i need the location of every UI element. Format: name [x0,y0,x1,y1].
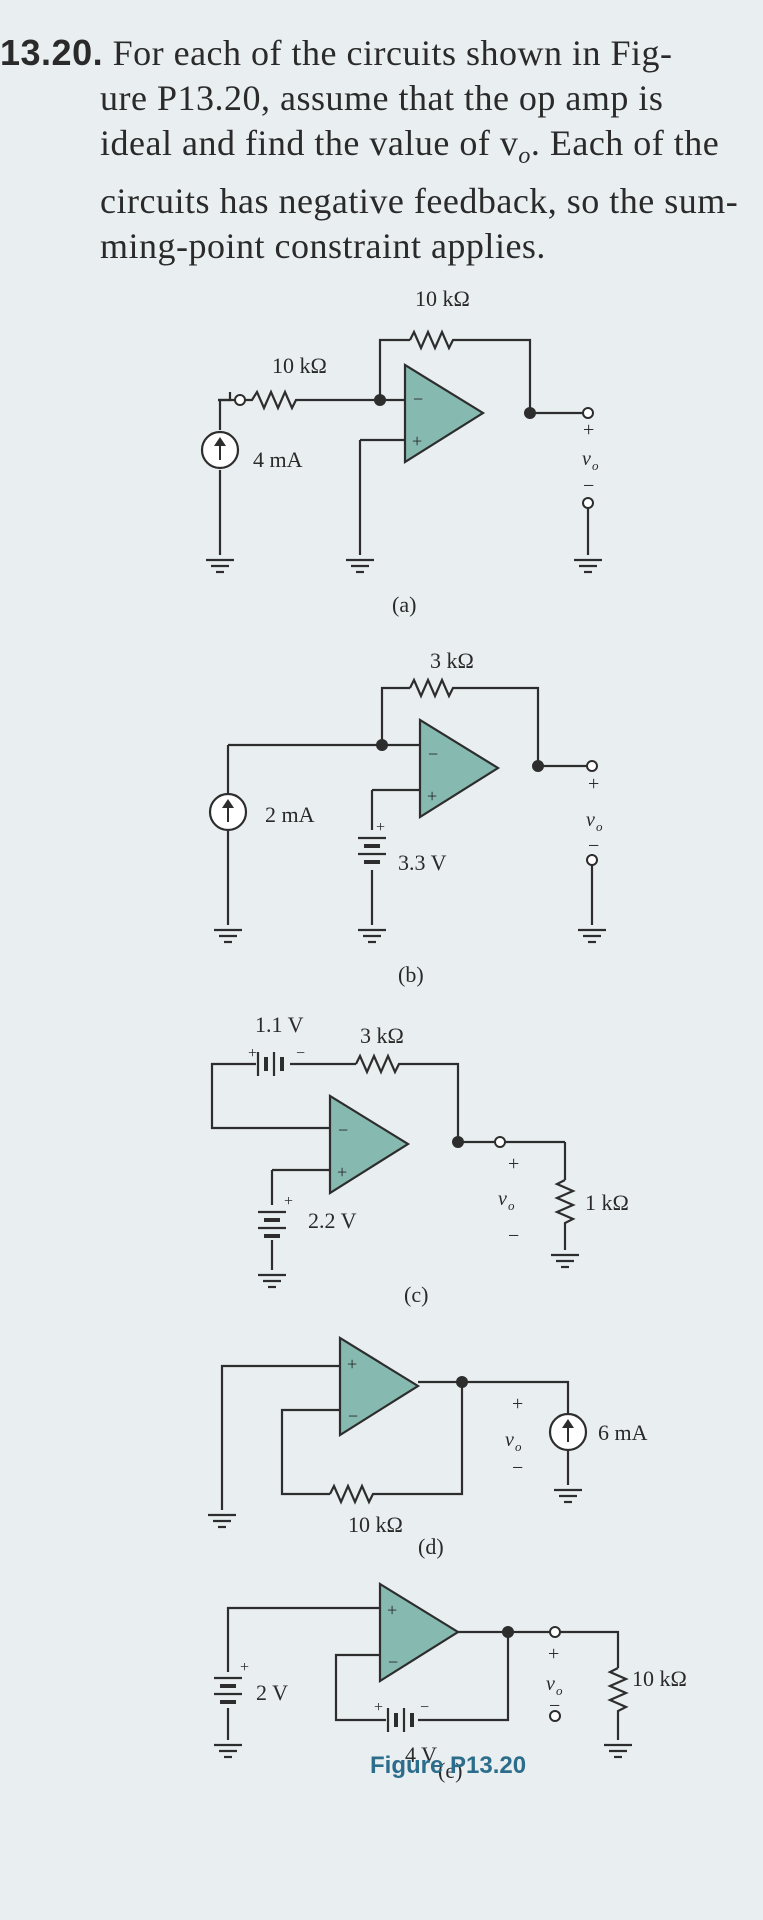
label-e-battery-feedback: 4 V [405,1742,437,1767]
svg-text:o: o [508,1198,515,1213]
label-e-battery-left: 2 V [256,1680,288,1705]
label-b-vo: v [586,809,595,831]
label-e: (e) [438,1758,462,1783]
label-a-vo: v [582,448,591,470]
problem-line-4: circuits has negative feedback, so the s… [100,181,739,222]
svg-text:−: − [420,1699,429,1716]
label-b-rf: 3 kΩ [430,648,474,673]
label-e-rload: 10 kΩ [632,1666,687,1691]
label-c-vo: v [498,1188,507,1210]
svg-text:−: − [348,1406,358,1426]
circuit-d [206,1364,584,1529]
svg-text:+: + [374,1699,383,1716]
svg-text:+: + [412,431,422,451]
problem-number: 13.20. [0,32,104,73]
opamp-a [403,363,486,464]
svg-text:+: + [588,773,599,795]
label-c-rf: 3 kΩ [360,1023,404,1048]
figure-caption: Figure P13.20 [370,1752,527,1779]
label-d-source: 6 mA [598,1420,648,1445]
label-c-rload: 1 kΩ [585,1190,629,1215]
battery-c-bottom: + [258,1193,293,1238]
label-a: (a) [392,592,416,617]
svg-text:−: − [588,835,599,857]
battery-e-left: + [214,1659,249,1704]
circuit-b [212,677,608,944]
opamp-b [418,718,501,819]
problem-line-5: ming-point constraint applies. [100,226,546,267]
svg-text:−: − [296,1045,305,1062]
opamp-c [328,1094,411,1195]
label-a-rf: 10 kΩ [415,286,470,311]
label-d-rf: 10 kΩ [348,1512,403,1537]
svg-text:−: − [413,389,423,409]
svg-text:o: o [592,458,599,473]
label-b: (b) [398,962,424,987]
svg-text:−: − [428,744,438,764]
svg-text:+: + [337,1162,347,1182]
problem-line-3-sub: o [518,143,531,170]
label-e-vo: v [546,1673,555,1695]
svg-text:o: o [515,1439,522,1454]
svg-text:+: + [583,419,594,441]
label-c-battery-top: 1.1 V [255,1012,304,1037]
svg-text:o: o [556,1683,563,1698]
problem-line-3-tail: . Each of the [530,123,720,163]
svg-text:−: − [549,1695,560,1717]
svg-text:+: + [548,1643,559,1665]
svg-text:+: + [512,1393,523,1415]
circuit-a [204,329,604,574]
svg-text:+: + [240,1659,249,1676]
svg-text:+: + [508,1153,519,1175]
label-a-rin: 10 kΩ [272,353,327,378]
svg-text:+: + [387,1600,397,1620]
label-d-vo: v [505,1429,514,1451]
battery-e-feedback: + − [374,1699,429,1732]
label-b-source: 2 mA [265,802,315,827]
label-c-battery-bottom: 2.2 V [308,1208,357,1233]
label-d: (d) [418,1534,444,1559]
label-c: (c) [404,1282,428,1307]
battery-c-top: + − [248,1045,305,1076]
svg-text:−: − [508,1225,519,1247]
svg-text:+: + [376,819,385,836]
svg-text:−: − [512,1457,523,1479]
svg-text:−: − [583,475,594,497]
svg-text:+: + [248,1045,257,1062]
problem-line-1: For each of the circuits shown in Fig- [112,33,673,73]
svg-text:+: + [427,786,437,806]
problem-statement: 13.20. For each of the circuits shown in… [0,30,740,269]
terminal-a-in [234,394,246,406]
problem-line-3: ideal and find the value of v [100,123,519,163]
svg-text:−: − [388,1652,398,1672]
svg-text:+: + [347,1354,357,1374]
label-a-source: 4 mA [253,447,303,472]
label-b-battery: 3.3 V [398,850,447,875]
opamp-d [338,1336,421,1437]
opamp-e [378,1582,461,1683]
svg-text:−: − [338,1120,348,1140]
svg-text:+: + [284,1193,293,1210]
circuit-c [210,1053,581,1289]
svg-text:o: o [596,819,603,834]
circuit-e [212,1606,634,1759]
battery-b: + [358,819,386,864]
problem-line-2: ure P13.20, assume that the op amp is [100,78,664,118]
